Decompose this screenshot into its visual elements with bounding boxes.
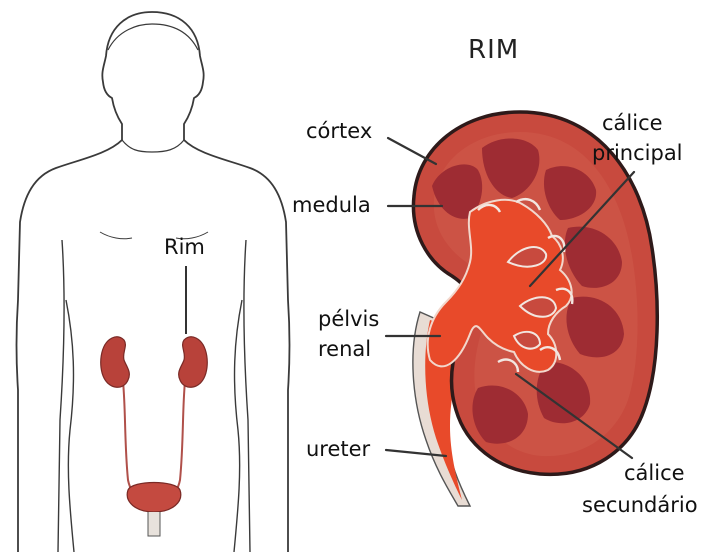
urethra-small: [148, 512, 160, 536]
body-rim-label: Rim: [164, 235, 205, 259]
small-ureter-left: [122, 372, 140, 496]
right-inner-arm: [244, 240, 250, 552]
label-calice-secundario-2: secundário: [582, 493, 698, 517]
human-body-outline: [17, 12, 290, 552]
head-outline-right: [152, 12, 290, 552]
left-inner-arm: [58, 240, 64, 552]
label-calice-secundario-1: cálice: [624, 461, 685, 485]
small-bladder: [127, 483, 181, 513]
left-waist: [66, 300, 74, 552]
diagram-title: RIM: [468, 35, 519, 65]
chest-detail: [100, 232, 132, 239]
label-calice-principal-1: cálice: [602, 111, 663, 135]
urinary-system-small: [101, 266, 208, 536]
hair-line: [108, 24, 198, 50]
label-ureter: ureter: [306, 437, 371, 461]
small-kidney-right: [179, 337, 208, 388]
leader-cortex: [388, 138, 436, 164]
collarbone: [122, 140, 184, 152]
head-outline: [17, 12, 153, 552]
small-ureter-right: [168, 372, 186, 496]
small-kidney-left: [101, 337, 130, 388]
label-calice-principal-2: principal: [592, 141, 683, 165]
right-waist: [234, 300, 242, 552]
label-cortex: córtex: [306, 119, 372, 143]
label-medula: medula: [292, 193, 371, 217]
label-pelvis-1: pélvis: [318, 307, 379, 331]
label-pelvis-2: renal: [318, 337, 371, 361]
kidney-cross-section: [413, 112, 657, 506]
